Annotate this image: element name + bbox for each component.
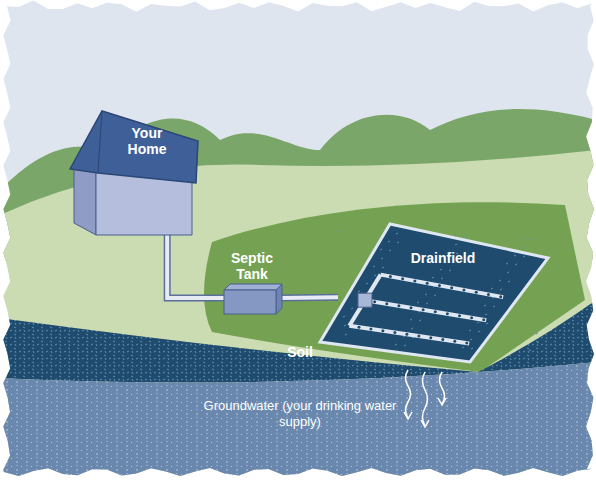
home-node: Your Home bbox=[70, 105, 205, 240]
septic-tank-node: Septic Tank bbox=[220, 250, 284, 314]
groundwater-band bbox=[0, 362, 596, 480]
pipe-connector bbox=[280, 297, 339, 299]
groundwater-label: Groundwater (your drinking water supply) bbox=[200, 398, 400, 430]
node-label: Drainfield bbox=[398, 250, 488, 266]
node-label: Your Home bbox=[112, 125, 182, 157]
pipe-connector bbox=[167, 235, 224, 298]
node-shape bbox=[318, 222, 550, 364]
seepage-arrows bbox=[404, 370, 446, 427]
node-label: Septic Tank bbox=[220, 250, 284, 282]
lawn bbox=[0, 150, 596, 480]
drainfield-node: Drainfield bbox=[318, 222, 550, 364]
soil-label: Soil bbox=[270, 344, 330, 361]
